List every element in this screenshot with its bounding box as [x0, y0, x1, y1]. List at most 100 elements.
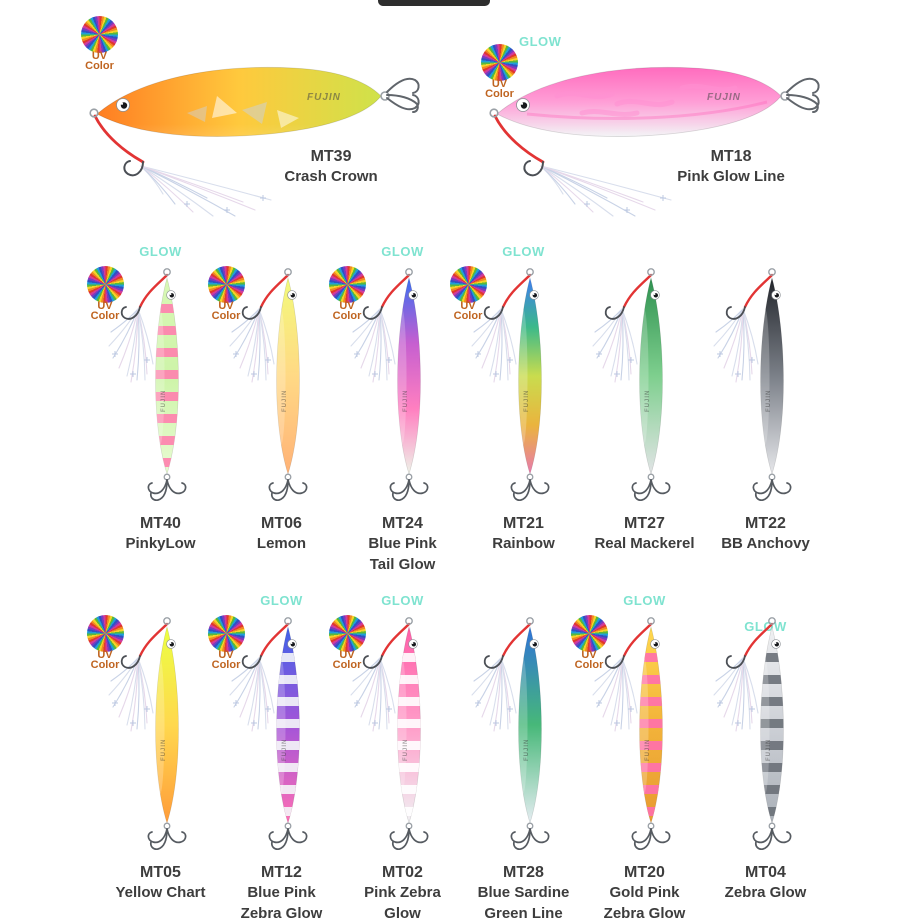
zebra-stripes: [639, 653, 662, 816]
lure-image-mt18: FUJIN: [489, 66, 820, 217]
uv-label-line1: UV: [460, 300, 476, 312]
sparkle-icon: [184, 201, 190, 207]
treble-hook: [147, 479, 186, 501]
product-code: MT04: [745, 864, 786, 881]
product-code: MT06: [261, 515, 302, 532]
tinsel-flash: [591, 308, 638, 383]
brand-text: FUJIN: [524, 390, 530, 412]
top-crop-artifact: [378, 0, 490, 6]
assist-cord: [622, 273, 652, 309]
uv-label-line1: UV: [97, 300, 113, 312]
zebra-stripes: [155, 304, 178, 467]
sparkle-icon: [260, 195, 266, 201]
sparkle-icon: [584, 201, 590, 207]
product-name-line: Blue Sardine: [477, 884, 570, 901]
assist-hook: [483, 306, 504, 320]
body-sheen: [639, 309, 648, 445]
treble-hook: [631, 828, 670, 850]
sparkle-icon: [748, 357, 755, 363]
sparkle-icon: [624, 207, 630, 213]
uv-label-line2: Color: [90, 658, 120, 671]
assist-cord: [622, 622, 652, 658]
sparkle-icon: [748, 706, 755, 712]
glow-label: [221, 242, 342, 262]
product-name-line: Blue Pink: [247, 884, 316, 901]
assist-hook: [123, 160, 144, 177]
lure-image-mt06: FUJIN: [228, 268, 307, 501]
zebra-stripes: [397, 653, 420, 816]
product-code: MT39: [310, 148, 352, 165]
eye-highlight: [774, 642, 776, 644]
nose-ring: [89, 108, 99, 118]
lure-image-mt39: FUJIN: [89, 66, 420, 217]
uv-pinwheel-icon: [86, 266, 124, 303]
brand-text: FUJIN: [161, 390, 167, 412]
uv-label-line2: Color: [211, 658, 241, 671]
uv-label-line1: UV: [581, 649, 597, 661]
top-ring: [283, 617, 292, 625]
assist-cord: [93, 114, 145, 164]
uv-label-line2: Color: [211, 309, 241, 322]
product-code: MT02: [382, 864, 423, 881]
uv-pinwheel-icon: [207, 615, 245, 652]
treble-hook: [752, 479, 791, 501]
sparkle-icon: [385, 357, 392, 363]
product-name-line: Pink Glow Line: [677, 168, 785, 185]
assist-hook: [604, 306, 625, 320]
sparkle-icon: [716, 700, 723, 706]
sparkle-icon: [595, 351, 602, 357]
product-code: MT24: [382, 515, 423, 532]
eye-highlight: [120, 102, 124, 105]
sparkle-icon: [232, 700, 239, 706]
treble-hook: [752, 828, 791, 850]
top-ring: [162, 617, 171, 625]
zebra-stripes: [276, 653, 299, 816]
bottom-ring: [768, 473, 775, 481]
body-sheen: [155, 309, 164, 445]
sparkle-icon: [474, 700, 481, 706]
uv-label-line1: UV: [491, 78, 508, 90]
assist-cord: [501, 622, 531, 658]
product-name-line: Lemon: [256, 535, 307, 552]
sparkle-icon: [734, 720, 741, 726]
bottom-ring: [768, 822, 775, 830]
eye-highlight: [532, 642, 534, 644]
sparkle-icon: [353, 351, 360, 357]
treble-hook: [386, 77, 420, 113]
sparkle-icon: [595, 700, 602, 706]
treble-hook: [268, 479, 307, 501]
assist-hook: [120, 306, 141, 320]
brand-text: FUJIN: [645, 390, 651, 412]
sparkle-icon: [371, 371, 378, 377]
treble-hook: [389, 479, 428, 501]
eye-highlight: [411, 642, 413, 644]
sparkle-icon: [474, 351, 481, 357]
lure-image-mt04: FUJIN: [712, 617, 791, 850]
glow-label: GLOW: [623, 593, 666, 608]
glow-label: GLOW: [519, 34, 562, 49]
treble-hook: [631, 479, 670, 501]
sparkle-icon: [353, 700, 360, 706]
body-sheen: [276, 309, 285, 445]
uv-pinwheel-icon: [207, 266, 245, 303]
product-name-line: PinkyLow: [125, 535, 196, 552]
product-name-line: Yellow Chart: [115, 884, 206, 901]
uv-label-line1: UV: [339, 649, 355, 661]
uv-pinwheel-icon: [570, 615, 608, 652]
glow-label: GLOW: [502, 244, 545, 259]
